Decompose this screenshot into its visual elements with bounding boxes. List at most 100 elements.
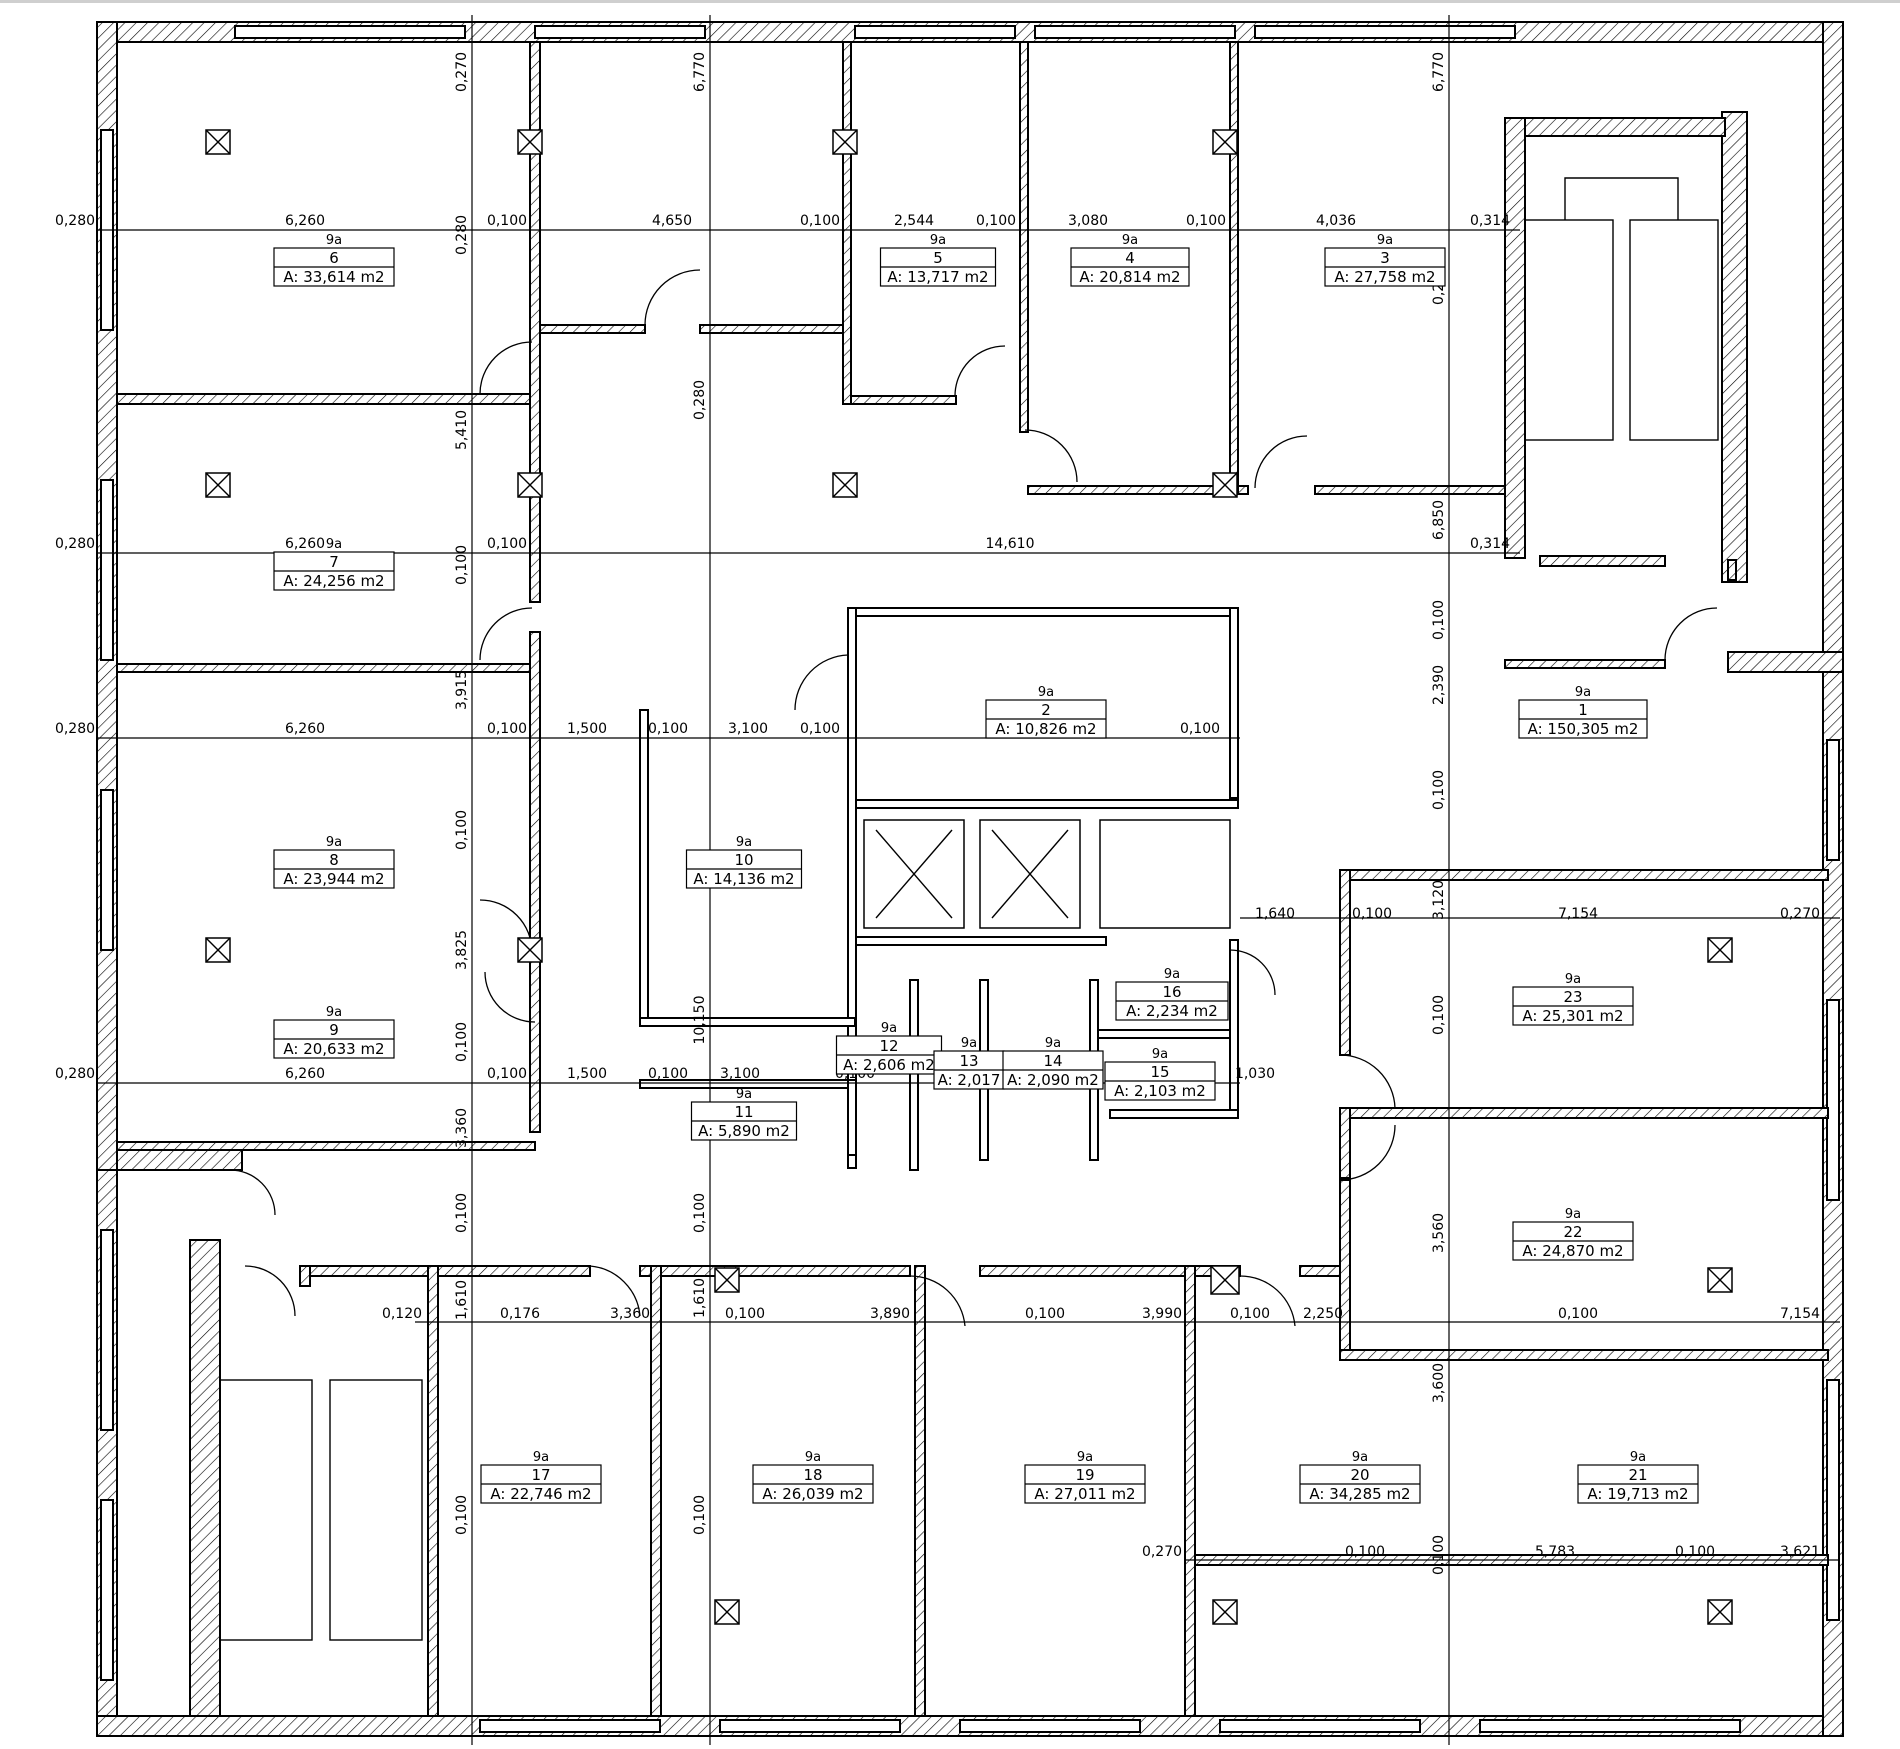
dimension-label: 0,100 [454,1193,470,1233]
room-number: 22 [1563,1223,1582,1241]
room-area: A: 27,758 m2 [1334,268,1435,286]
dimension-label: 0,100 [454,1495,470,1535]
column-markers [205,129,1733,1625]
room-code: 9a [326,835,342,850]
dimension-label: 3,120 [1431,880,1447,920]
room-code: 9a [1565,1207,1581,1222]
dimension-label: 2,250 [1303,1306,1343,1322]
dimension-label: 0,100 [1345,1544,1385,1560]
room-area: A: 10,826 m2 [995,720,1096,738]
room-number: 20 [1350,1466,1369,1484]
dimension-label: 3,560 [1431,1213,1447,1253]
dimension-label: 0,100 [454,810,470,850]
dimension-label: 3,621 [1780,1544,1820,1560]
room-area: A: 2,103 m2 [1114,1082,1206,1100]
dimension-label: 0,280 [55,721,95,737]
dimension-label: 0,270 [1780,906,1820,922]
dimension-label: 6,770 [692,52,708,92]
dimension-label: 6,260 [285,721,325,737]
dimension-label: 0,100 [1230,1306,1270,1322]
room-code: 9a [1038,685,1054,700]
room-number: 4 [1125,249,1135,267]
room-number: 10 [734,851,753,869]
room-code: 9a [1352,1450,1368,1465]
dimension-label: 0,100 [725,1306,765,1322]
dimension-label: 0,100 [487,721,527,737]
room-area: A: 2,234 m2 [1126,1002,1218,1020]
dimension-label: 1,610 [454,1280,470,1320]
dimension-label: 5,783 [1535,1544,1575,1560]
dimension-label: 6,850 [1431,500,1447,540]
room-number: 12 [879,1037,898,1055]
room-number: 15 [1150,1063,1169,1081]
room-code: 9a [736,1087,752,1102]
dimension-label: 0,100 [692,1495,708,1535]
dimension-label: 0,100 [800,213,840,229]
dimension-label: 6,260 [285,213,325,229]
dimension-label: 0,100 [976,213,1016,229]
dimension-label: 0,100 [487,1066,527,1082]
room-number: 18 [803,1466,822,1484]
dimension-label: 0,270 [454,52,470,92]
room-code: 9a [1077,1450,1093,1465]
stair-bottom-left [219,1379,423,1641]
dimension-label: 0,100 [454,1022,470,1062]
room-number: 21 [1628,1466,1647,1484]
room-area: A: 20,814 m2 [1079,268,1180,286]
room-area: A: 14,136 m2 [693,870,794,888]
dimension-label: 0,314 [1470,213,1510,229]
room-code: 9a [736,835,752,850]
dimension-label: 0,100 [1025,1306,1065,1322]
dimension-label: 0,100 [1675,1544,1715,1560]
dimension-label: 6,770 [1431,52,1447,92]
dimension-label: 0,100 [1431,770,1447,810]
room-number: 23 [1563,988,1582,1006]
dimension-label: 1,640 [1255,906,1295,922]
dimension-label: 0,100 [487,213,527,229]
dimension-label: 14,610 [986,536,1035,552]
room-code: 9a [326,1005,342,1020]
dimension-label: 0,100 [692,1193,708,1233]
room-number: 16 [1162,983,1181,1001]
dimension-label: 10,150 [692,996,708,1045]
dimension-label: 0,100 [1431,1535,1447,1575]
room-area: A: 34,285 m2 [1309,1485,1410,1503]
windows [100,25,1840,1733]
dimension-label: 1,500 [567,1066,607,1082]
room-area: A: 27,011 m2 [1034,1485,1135,1503]
room-code: 9a [1152,1047,1168,1062]
room-area: A: 13,717 m2 [887,268,988,286]
room-area: A: 150,305 m2 [1528,720,1639,738]
room-code: 9a [1164,967,1180,982]
room-code: 9a [930,233,946,248]
dimension-label: 0,100 [648,721,688,737]
doors [229,269,1718,1327]
dimension-label: 2,390 [1431,665,1447,705]
top-edge [0,0,1900,3]
room-code: 9a [1575,685,1591,700]
dimension-label: 3,990 [1142,1306,1182,1322]
room-area: A: 26,039 m2 [762,1485,863,1503]
room-area: A: 19,713 m2 [1587,1485,1688,1503]
room-code: 9a [1122,233,1138,248]
room-area: A: 2,090 m2 [1007,1071,1099,1089]
room-number: 5 [933,249,943,267]
dimension-label: 6,260 [285,1066,325,1082]
dimension-label: 4,036 [1316,213,1356,229]
